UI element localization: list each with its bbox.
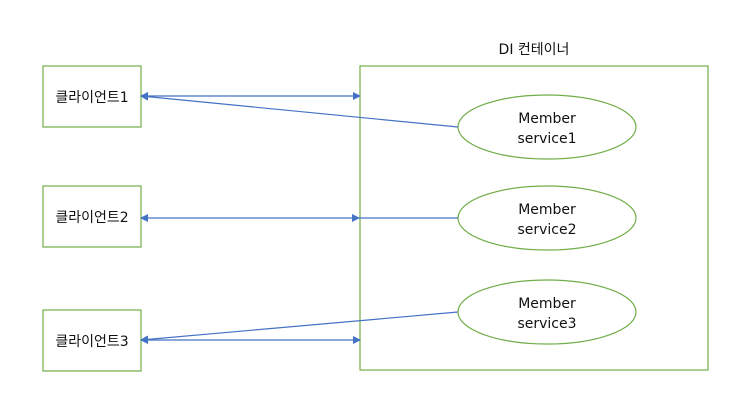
client-3-label: 클라이언트3	[55, 334, 128, 350]
service-1-to-client-1-arrow	[140, 92, 459, 128]
service-3-ellipse	[457, 279, 637, 345]
service-3-line2: service3	[517, 316, 576, 332]
service-3-to-client-3-arrow	[140, 311, 459, 344]
service-1-ellipse	[457, 94, 637, 160]
service-3-line1: Member	[518, 296, 576, 312]
client-1-label: 클라이언트1	[55, 90, 128, 106]
service-1-line1: Member	[518, 111, 576, 127]
client-2-container-entry-arrowhead	[352, 214, 360, 222]
di-container-title: DI 컨테이너	[499, 42, 570, 58]
client-2-label: 클라이언트2	[55, 210, 128, 226]
service-2-line2: service2	[517, 222, 576, 238]
service-2-ellipse	[457, 185, 637, 251]
service-1-line2: service1	[517, 131, 576, 147]
service-2-line1: Member	[518, 202, 576, 218]
